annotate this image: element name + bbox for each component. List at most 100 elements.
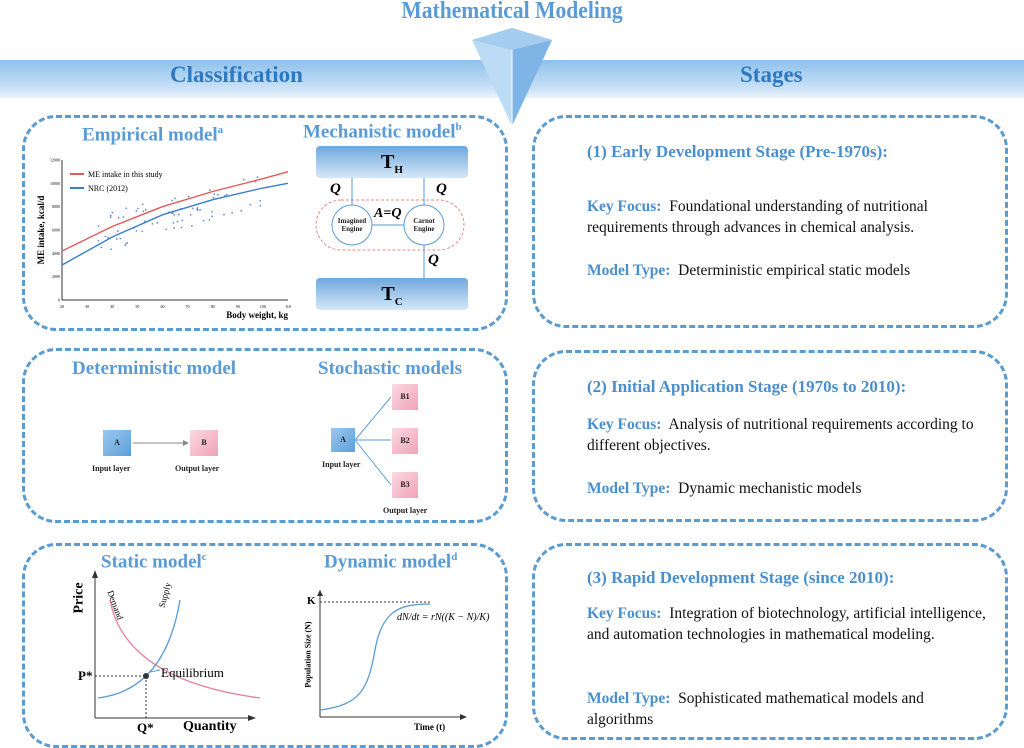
stages-heading: Stages (740, 62, 803, 87)
node-b1: B1 (392, 384, 418, 410)
mechanistic-title: Mechanistic model (303, 121, 456, 143)
p-star-label: P* (78, 668, 93, 683)
x-tick-label: 100 (260, 304, 266, 309)
data-point (209, 189, 211, 192)
model-type-text: Deterministic empirical static models (678, 262, 911, 279)
data-point (141, 230, 144, 233)
page-title: Mathematical Modeling (401, 0, 623, 24)
th-sub: H (394, 164, 403, 176)
output-layer-label: Output layer (175, 464, 220, 473)
supply-demand-chart (92, 570, 261, 721)
data-point (240, 209, 243, 212)
stage-2-panel: (2) Initial Application Stage (1970s to … (532, 350, 1008, 522)
sup: a (217, 124, 224, 136)
q-star-label: Q* (137, 720, 154, 735)
x-tick-label: 90 (236, 304, 240, 309)
data-point (181, 219, 184, 222)
stage-3-title: (3) Rapid Development Stage (since 2010)… (587, 568, 895, 587)
tc-sub: C (394, 296, 403, 308)
x-tick-label: 70 (186, 304, 190, 309)
sup: d (451, 551, 458, 563)
data-point (122, 216, 125, 219)
classification-heading: Classification (170, 62, 303, 87)
model-type-label: Model Type: (587, 690, 671, 707)
x-tick-label: 30 (85, 304, 89, 309)
data-point (213, 193, 216, 196)
y-tick-label: 4000 (52, 251, 60, 256)
key-focus-label: Key Focus: (587, 198, 662, 215)
x-tick-label: 20 (60, 304, 64, 309)
data-point (156, 221, 159, 224)
stage-1-title: (1) Early Development Stage (Pre-1970s): (587, 142, 888, 161)
y-tick-label: 2000 (52, 274, 60, 279)
y-tick-label: 8000 (52, 204, 60, 209)
x-tick-label: 60 (160, 304, 164, 309)
data-point (196, 207, 199, 209)
data-point (199, 208, 202, 211)
data-point (135, 229, 138, 232)
data-point (109, 216, 112, 219)
key-focus-text: Analysis of nutritional requirements acc… (587, 416, 974, 454)
deterministic-title: Deterministic model (72, 358, 237, 379)
data-point (176, 220, 179, 223)
x-tick-label: 40 (110, 304, 114, 309)
data-point (141, 203, 144, 206)
model-type-label: Model Type: (587, 262, 671, 279)
data-point (242, 178, 245, 181)
y-tick-label: 6000 (52, 228, 60, 233)
output-layer-label: Output layer (383, 506, 428, 515)
q-label: Q (428, 252, 439, 268)
data-point (249, 203, 252, 206)
series-line (61, 170, 289, 252)
data-point (231, 212, 234, 214)
sup: c (201, 551, 207, 563)
data-point (165, 228, 167, 231)
model-type-label: Model Type: (587, 480, 671, 497)
q-label: Q (330, 181, 341, 197)
data-point (180, 226, 183, 229)
deterministic-stochastic-panel (22, 348, 508, 523)
data-point (125, 242, 127, 245)
node-b3: B3 (392, 472, 418, 498)
data-point (110, 248, 113, 251)
model-type-text: Sophisticated mathematical models and al… (587, 690, 924, 728)
dynamic-title: Dynamic model (324, 551, 452, 573)
data-point (208, 219, 211, 221)
y-tick-label: 12000 (50, 158, 60, 163)
tc: T (381, 283, 395, 305)
data-point (210, 215, 213, 218)
arrow-icon (133, 440, 189, 446)
k-label: K (307, 595, 316, 607)
y-axis-label: ME intake, kcal/d (36, 196, 46, 265)
q-label: Q (436, 181, 447, 197)
data-point (173, 214, 176, 216)
data-point (100, 246, 103, 249)
empirical-mechanistic-panel (22, 115, 508, 331)
time-label: Time (t) (414, 722, 446, 732)
stage-2-title: (2) Initial Application Stage (1970s to … (587, 377, 907, 396)
input-layer-label: Input layer (322, 460, 361, 469)
data-point (124, 244, 127, 247)
data-point (223, 213, 225, 216)
engine-diagram (315, 178, 465, 278)
x-tick-label: 50 (135, 304, 139, 309)
th: T (381, 151, 395, 173)
data-point (216, 193, 219, 196)
data-point (189, 213, 192, 216)
static-title: Static model (101, 551, 202, 573)
data-point (115, 238, 118, 240)
branch-arrows (355, 396, 392, 486)
key-focus-label: Key Focus: (587, 416, 662, 433)
sup: b (455, 121, 462, 133)
data-point (171, 212, 173, 215)
data-point (202, 219, 205, 222)
logistic-equation: dN/dt = rN((K − N)/K) (397, 612, 490, 623)
logistic-chart (317, 590, 467, 720)
data-point (125, 207, 128, 210)
data-point (191, 207, 194, 210)
legend-label: ME intake in this study (88, 170, 163, 179)
x-tick-label: 80 (211, 304, 215, 309)
data-point (135, 210, 138, 212)
data-point (187, 195, 190, 198)
